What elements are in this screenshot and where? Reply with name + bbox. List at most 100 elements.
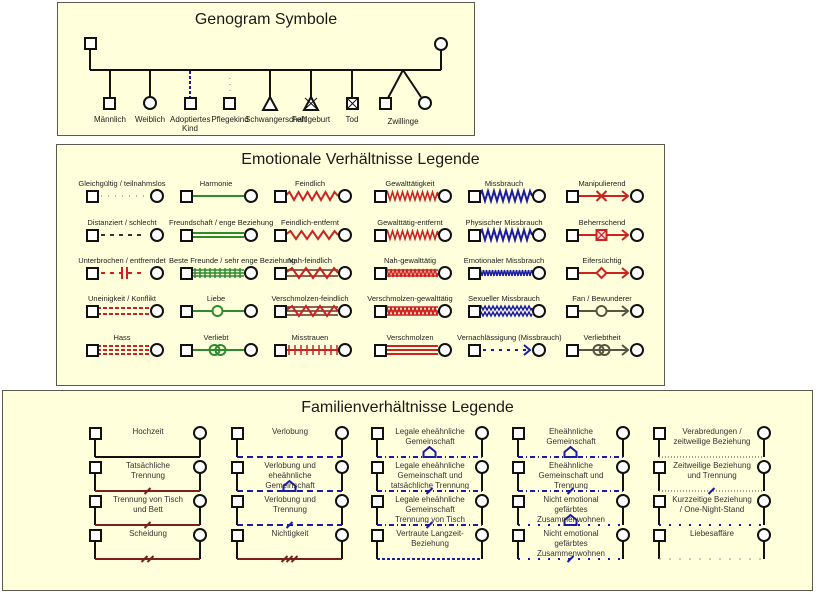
- emotional-legend-label: Fan / Bewunderer: [572, 294, 632, 303]
- female-circle-icon: [532, 228, 546, 242]
- male-square-icon: [468, 190, 481, 203]
- male-square-icon: [89, 495, 102, 508]
- male-square-icon: [274, 229, 287, 242]
- female-circle-icon: [616, 460, 630, 474]
- emotional-legend-title: Emotionale Verhältnisse Legende: [241, 151, 480, 168]
- emotional-legend-label: Verschmolzen-gewalttätig: [367, 294, 453, 303]
- emotional-legend-item: [180, 228, 258, 242]
- emotional-legend-label: Misstrauen: [291, 333, 329, 342]
- diamond-icon: [595, 266, 608, 280]
- emotional-legend-label: Liebe: [206, 294, 226, 303]
- family-legend-label: Zeitweilige Beziehung und Trennung: [673, 461, 751, 480]
- separation-slash-icon: [143, 487, 152, 495]
- family-legend-label: Vertraute Langzeit-Beziehung: [396, 529, 464, 548]
- genogram-title: Genogram Symbole: [194, 11, 338, 28]
- x-mark-icon: [597, 230, 606, 240]
- female-circle-icon: [193, 460, 207, 474]
- emotional-legend-label: Feindlich-entfernt: [281, 218, 339, 227]
- male-square-icon: [374, 305, 387, 318]
- twin-square-icon: [379, 97, 392, 110]
- emotional-legend-item: [86, 343, 164, 357]
- x-mark-icon: [595, 190, 608, 202]
- family-legend-item: [653, 426, 771, 458]
- family-legend-label: Verlobung und eheähnliche Gemeinschaft: [264, 461, 316, 489]
- emotional-legend-label: Uneinigkeit / Konflikt: [88, 294, 156, 303]
- family-legend-title: Familienverhältnisse Legende: [301, 399, 514, 416]
- family-legend-label: Legale eheähnliche Gemeinschaft und tats…: [390, 461, 470, 489]
- male-square-icon: [512, 461, 525, 474]
- family-legend-item: [512, 494, 630, 526]
- emotional-legend-item: [86, 304, 164, 318]
- female-circle-icon: [244, 304, 258, 318]
- separation-slash-icon: [143, 521, 152, 529]
- emotional-legend-item: [468, 343, 546, 357]
- female-circle-icon: [630, 266, 644, 280]
- female-circle-icon: [338, 304, 352, 318]
- emotional-legend-label: Distanziert / schlecht: [87, 218, 157, 227]
- female-circle-icon: [244, 343, 258, 357]
- separation-slash-icon: [566, 555, 575, 563]
- female-circle-icon: [532, 189, 546, 203]
- male-square-icon: [180, 229, 193, 242]
- male-square-icon: [512, 529, 525, 542]
- emotional-legend-item: [274, 266, 352, 280]
- family-legend-item: [231, 494, 349, 529]
- symbol-label: Männlich: [93, 115, 126, 124]
- emotional-legend-label: Physischer Missbrauch: [465, 218, 543, 227]
- family-legend-item: [512, 426, 630, 458]
- male-square-icon: [653, 461, 666, 474]
- emotional-legend-item: [374, 266, 452, 280]
- male-square-icon: [231, 529, 244, 542]
- male-square-icon: [180, 305, 193, 318]
- male-square-icon: [231, 495, 244, 508]
- circle-icon: [592, 344, 605, 356]
- father-square-icon: [84, 37, 97, 50]
- emotional-legend-label: Vernachlässigung (Missbrauch): [457, 333, 562, 342]
- emotional-legend-label: Nah-feindlich: [288, 256, 332, 265]
- relation-line: [478, 310, 533, 318]
- male-square-icon: [374, 344, 387, 357]
- male-square-icon: [86, 305, 99, 318]
- female-circle-icon: [438, 304, 452, 318]
- emotional-legend-item: [374, 304, 452, 318]
- emotional-legend-panel: Emotionale Verhältnisse Legende Gleichgü…: [56, 144, 665, 386]
- female-circle-icon: [150, 189, 164, 203]
- emotional-legend-label: Gewalttätig-entfernt: [377, 218, 443, 227]
- mother-circle-icon: [434, 37, 448, 51]
- emotional-legend-item: [468, 266, 546, 280]
- female-circle-icon: [532, 304, 546, 318]
- female-circle-icon: [338, 266, 352, 280]
- symbol-label: Schwangerschaft: [245, 115, 307, 124]
- family-legend-item: [231, 460, 349, 492]
- annulment-slash-icon: [290, 555, 299, 563]
- symbol-label: Adoptiertes Kind: [170, 115, 211, 133]
- family-legend-label: Nichtigkeit: [271, 529, 309, 538]
- family-legend-label: Liebesaffäre: [690, 529, 734, 538]
- emotional-legend-item: [180, 189, 258, 203]
- symbol-label: Pflegekind: [211, 115, 249, 124]
- emotional-legend-label: Eifersüchtig: [582, 256, 622, 265]
- emotional-legend-item: [374, 228, 452, 242]
- male-square-icon: [371, 461, 384, 474]
- twin-circle-icon: [418, 96, 432, 110]
- emotional-legend-label: Beherrschend: [578, 218, 626, 227]
- family-legend-item: [653, 460, 771, 495]
- emotional-legend-label: Gleichgültig / teilnahmslos: [78, 179, 166, 188]
- male-square-icon: [374, 229, 387, 242]
- pregnancy-triangle-icon: [261, 94, 279, 111]
- male-square-icon: [374, 267, 387, 280]
- family-legend-label: Eheähnliche Gemeinschaft: [546, 427, 596, 446]
- zigzag-line: [284, 304, 339, 318]
- female-circle-icon: [335, 494, 349, 508]
- male-square-icon: [566, 229, 579, 242]
- female-circle-icon: [244, 228, 258, 242]
- female-circle-icon: [438, 343, 452, 357]
- house-icon: [282, 479, 297, 492]
- relation-line: [478, 187, 533, 205]
- emotional-legend-label: Feindlich: [294, 179, 325, 188]
- female-circle-icon: [150, 304, 164, 318]
- female-circle-icon: [532, 266, 546, 280]
- annulment-slash-icon: [280, 555, 289, 563]
- family-legend-diagram: [89, 426, 771, 563]
